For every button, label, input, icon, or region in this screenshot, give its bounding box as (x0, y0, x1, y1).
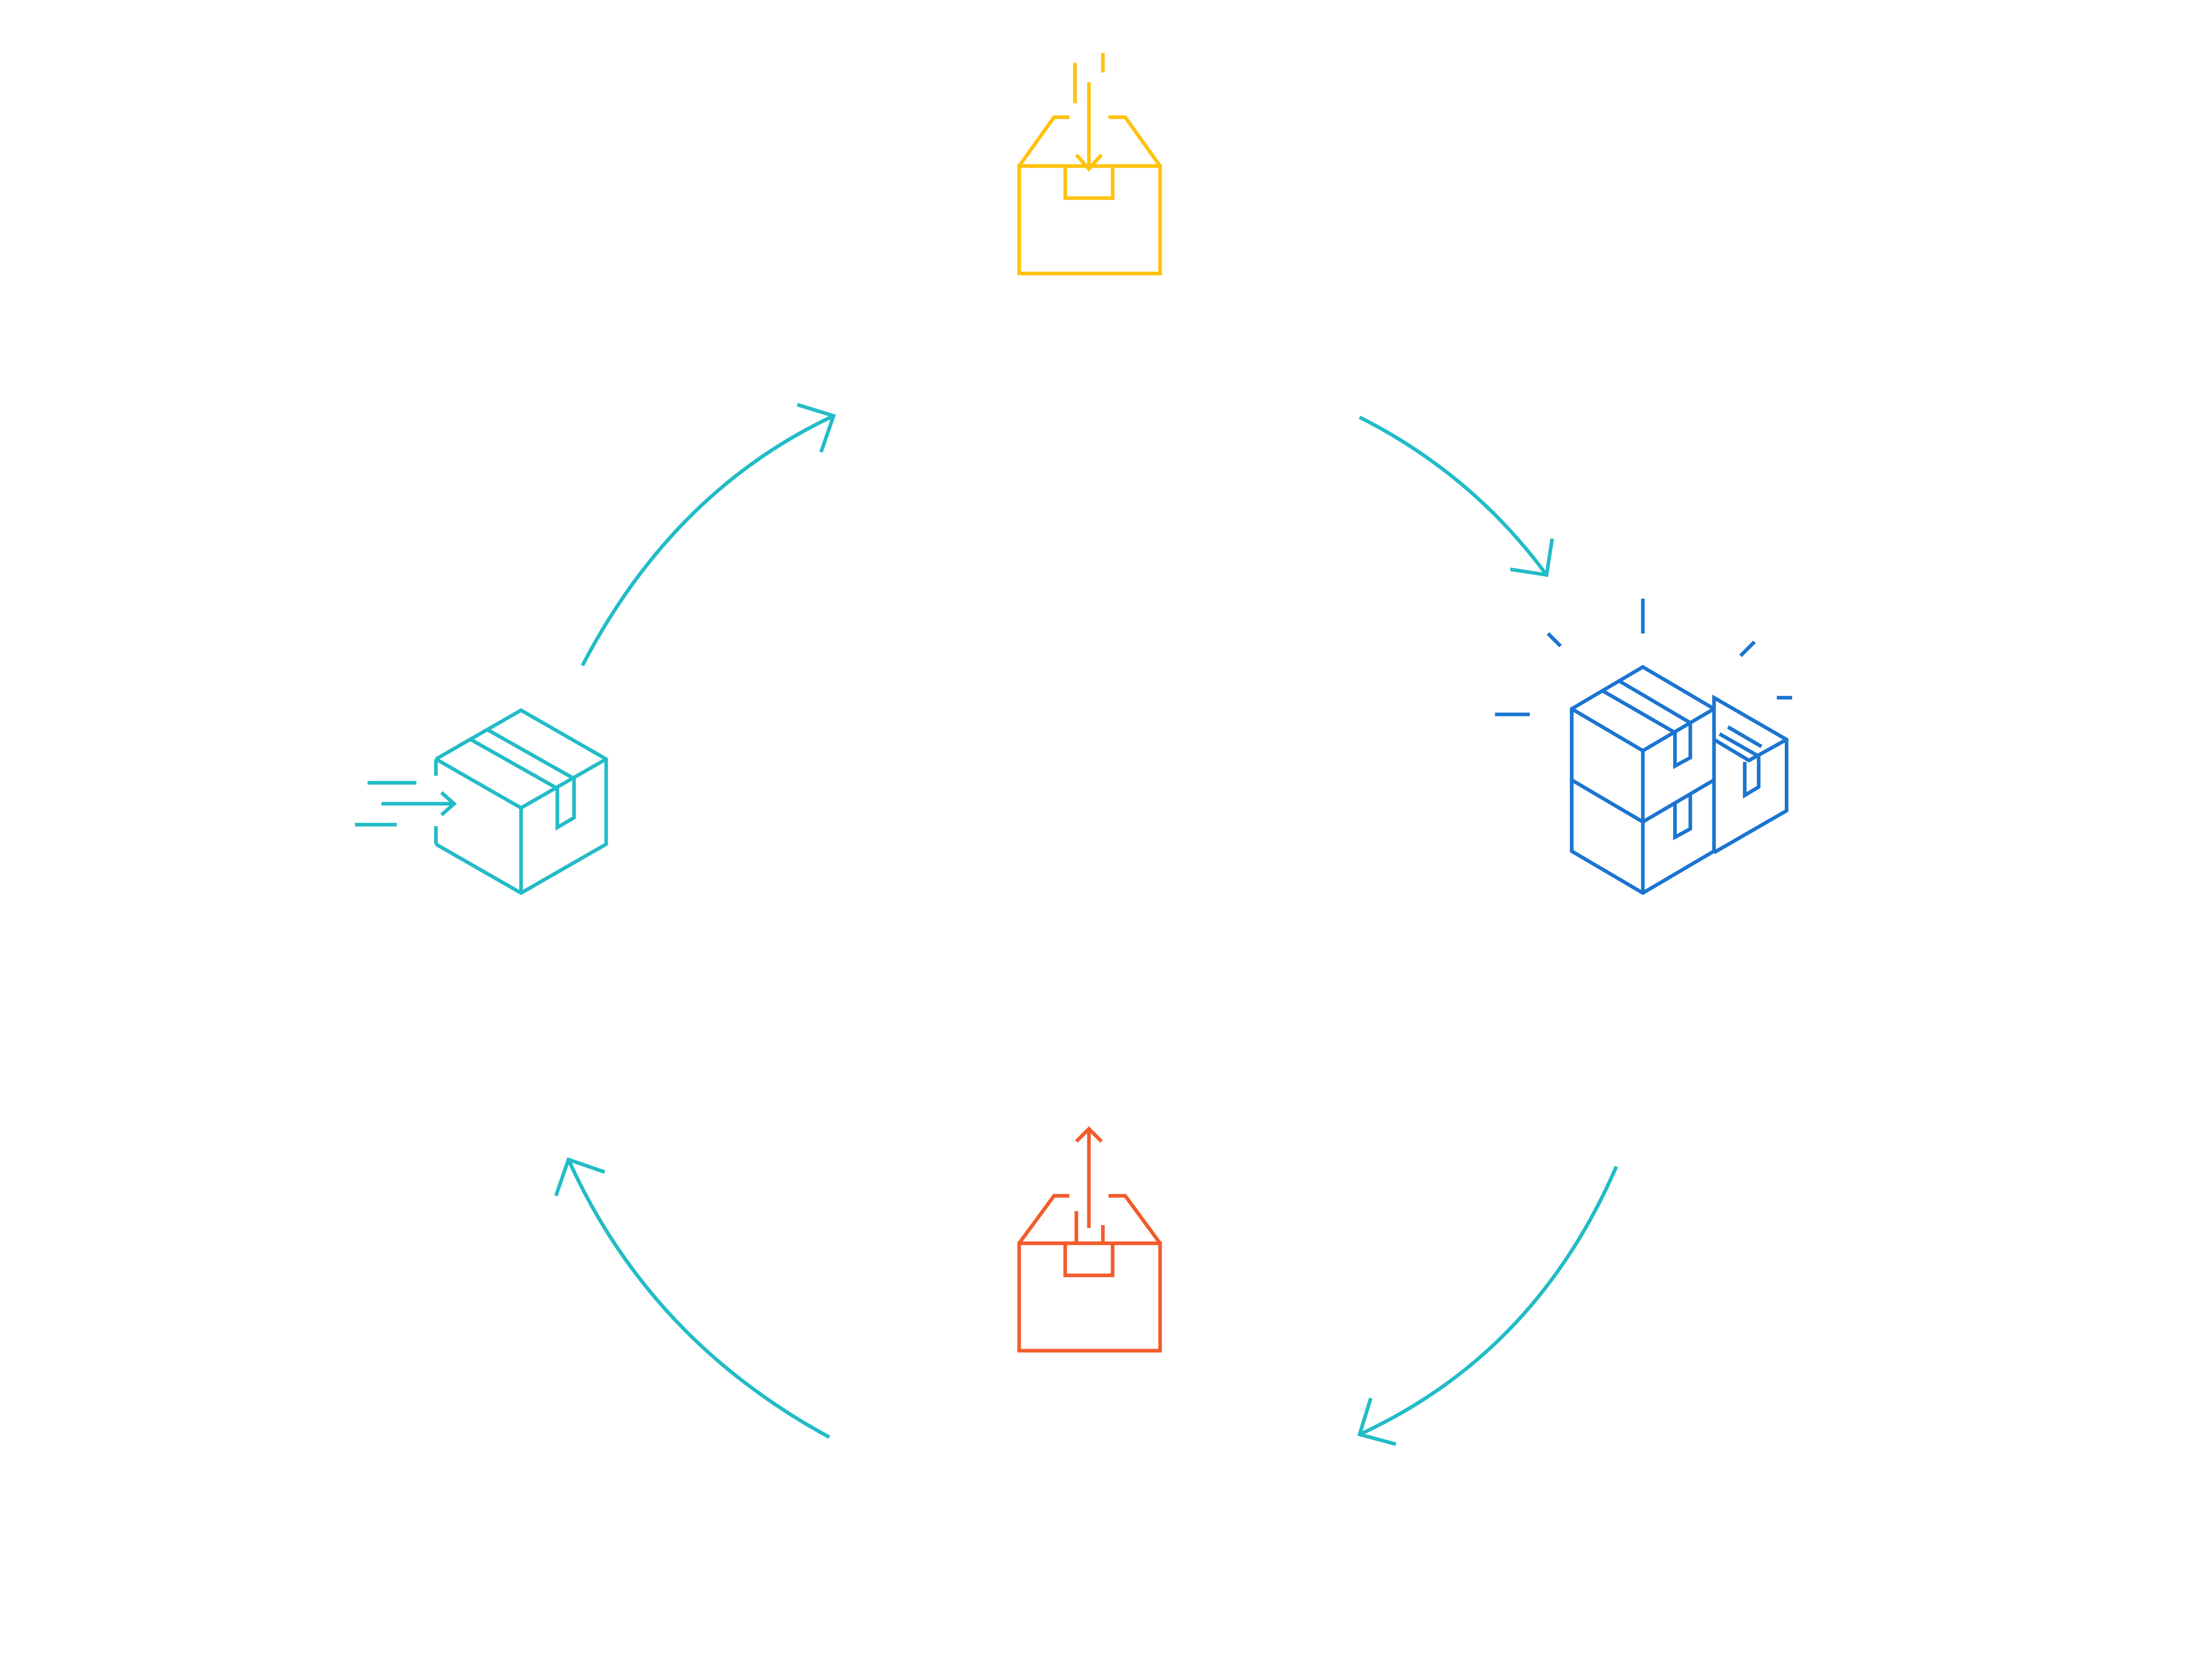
arrow-outbound-to-shipping (554, 1157, 831, 1439)
moving-box-icon (355, 708, 608, 895)
box-outbound-arrow-icon (1017, 1126, 1162, 1353)
box-inbound-arrow-icon (1017, 53, 1162, 276)
stacked-boxes-icon (1495, 598, 1793, 895)
arrow-storage-to-outbound (1357, 1166, 1619, 1446)
arrow-inbound-to-storage (1358, 415, 1554, 577)
arrow-shipping-to-inbound (581, 403, 836, 667)
